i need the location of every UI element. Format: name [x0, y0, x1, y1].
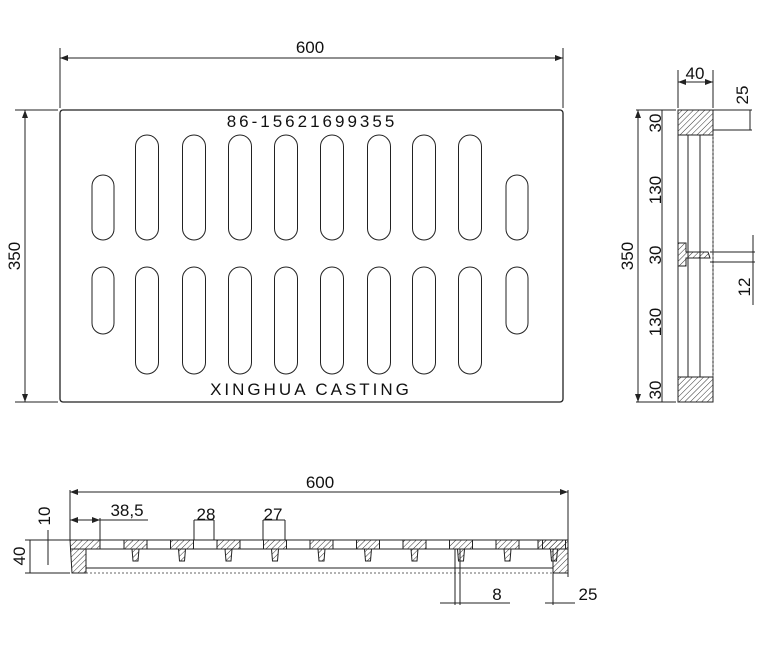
edge-label: 38,5 — [110, 501, 143, 520]
slot — [274, 134, 298, 241]
frame-width-label: 25 — [579, 585, 598, 604]
slot — [182, 134, 206, 241]
side-view: 40 25 350 30 130 30 130 30 12 — [618, 64, 755, 403]
slot — [412, 266, 436, 375]
rib-width-label: 8 — [492, 585, 501, 604]
height-label: 350 — [5, 242, 24, 270]
slot — [412, 134, 436, 241]
segment-label: 130 — [646, 176, 665, 204]
rib-height-label: 12 — [735, 278, 754, 297]
slot — [458, 266, 482, 375]
bar-section — [263, 539, 287, 562]
bar-section — [170, 539, 194, 562]
side-overall-label: 350 — [618, 242, 637, 270]
depth-label: 40 — [10, 547, 29, 566]
slot — [135, 266, 159, 375]
front-view: 600 350 86-15621699355 XINGHUA CASTING — [5, 38, 564, 403]
slot — [228, 134, 252, 241]
slot — [505, 266, 529, 335]
bar-section — [542, 539, 566, 562]
brand-text: XINGHUA CASTING — [210, 380, 412, 399]
phone-text: 86-15621699355 — [227, 112, 398, 131]
bar-section — [356, 539, 380, 562]
slot — [367, 266, 391, 375]
top-thickness-label: 10 — [35, 507, 54, 526]
section-view: 600 40 10 38,5 28 27 8 25 — [10, 473, 597, 605]
side-thickness-label: 40 — [686, 64, 705, 83]
bar-width-label: 28 — [197, 505, 216, 524]
slot — [458, 134, 482, 241]
side-offset-label: 25 — [733, 86, 752, 105]
bar-section — [216, 539, 241, 562]
grate-outline — [59, 109, 564, 403]
slot — [91, 266, 115, 335]
middle-rib-section — [677, 242, 711, 267]
bar-sections — [123, 539, 566, 562]
slot — [182, 266, 206, 375]
segment-label: 30 — [646, 114, 665, 133]
gap-width-label: 27 — [264, 505, 283, 524]
bar-section — [402, 539, 427, 562]
bar-section — [449, 539, 473, 562]
slot-group — [91, 134, 529, 375]
slot — [320, 266, 344, 375]
slot — [135, 134, 159, 241]
section-width-label: 600 — [306, 473, 334, 492]
slot — [320, 134, 344, 241]
segment-label: 30 — [646, 381, 665, 400]
bar-section — [309, 539, 334, 562]
segment-label: 130 — [646, 308, 665, 336]
segment-label: 30 — [646, 246, 665, 265]
width-label: 600 — [296, 38, 324, 57]
bar-section — [495, 539, 520, 562]
slot — [91, 174, 115, 241]
slot — [505, 174, 529, 241]
slot — [367, 134, 391, 241]
slot — [274, 266, 298, 375]
bar-section — [123, 539, 148, 562]
slot — [228, 266, 252, 375]
top-flange-section — [677, 109, 714, 136]
bottom-flange-section — [677, 376, 714, 403]
